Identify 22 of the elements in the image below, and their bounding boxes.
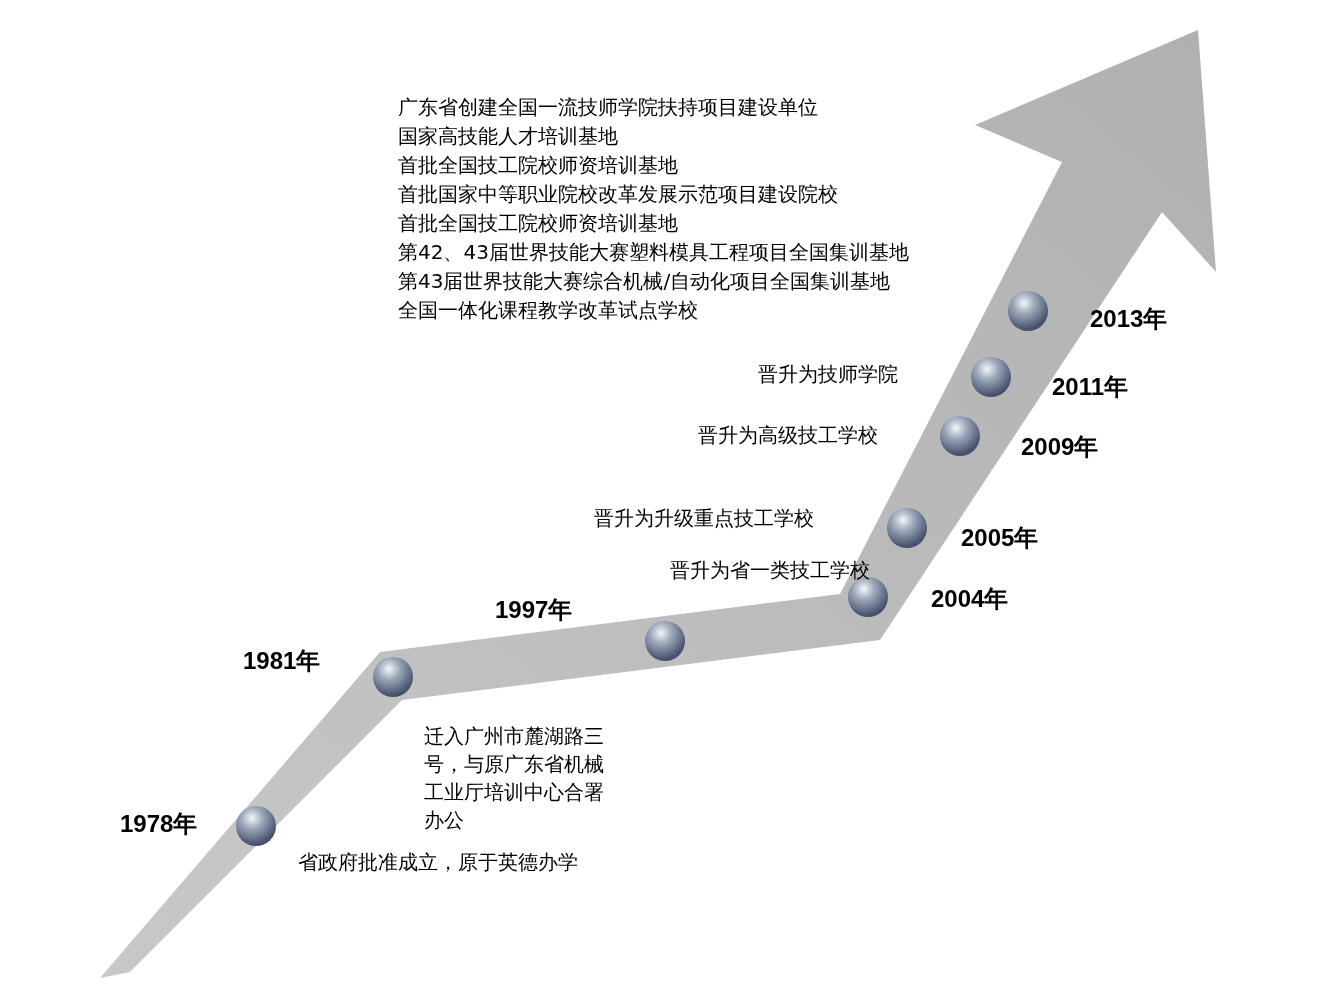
milestone-text: 首批国家中等职业院校改革发展示范项目建设院校 — [398, 181, 838, 208]
year-label: 1997年 — [495, 595, 573, 625]
milestone-text: 首批全国技工院校师资培训基地 — [398, 210, 678, 237]
year-label: 2013年 — [1090, 304, 1168, 334]
year-label: 2005年 — [961, 523, 1039, 553]
milestone-text: 国家高技能人才培训基地 — [398, 123, 618, 150]
milestone-text: 晋升为技师学院 — [758, 361, 899, 388]
year-label: 2004年 — [931, 584, 1009, 614]
year-label: 2011年 — [1052, 372, 1129, 402]
milestone-text: 第43届世界技能大赛综合机械/自动化项目全国集训基地 — [398, 268, 891, 295]
milestone-text: 第42、43届世界技能大赛塑料模具工程项目全国集训基地 — [398, 239, 909, 266]
milestone-text: 省政府批准成立，原于英德办学 — [298, 849, 579, 876]
year-label: 2009年 — [1021, 432, 1099, 462]
milestone-text: 广东省创建全国一流技师学院扶持项目建设单位 — [398, 94, 818, 121]
milestone-text: 全国一体化课程教学改革试点学校 — [398, 297, 698, 324]
milestone-text: 迁入广州市麓湖路三号，与原广东省机械工业厅培训中心合署办公 — [424, 723, 604, 834]
milestone-text: 晋升为高级技工学校 — [698, 422, 879, 449]
milestone-text: 晋升为省一类技工学校 — [670, 557, 871, 584]
year-label: 1978年 — [120, 809, 198, 839]
milestone-text: 晋升为升级重点技工学校 — [594, 505, 815, 532]
year-label: 1981年 — [243, 646, 321, 676]
milestone-text: 首批全国技工院校师资培训基地 — [398, 152, 678, 179]
